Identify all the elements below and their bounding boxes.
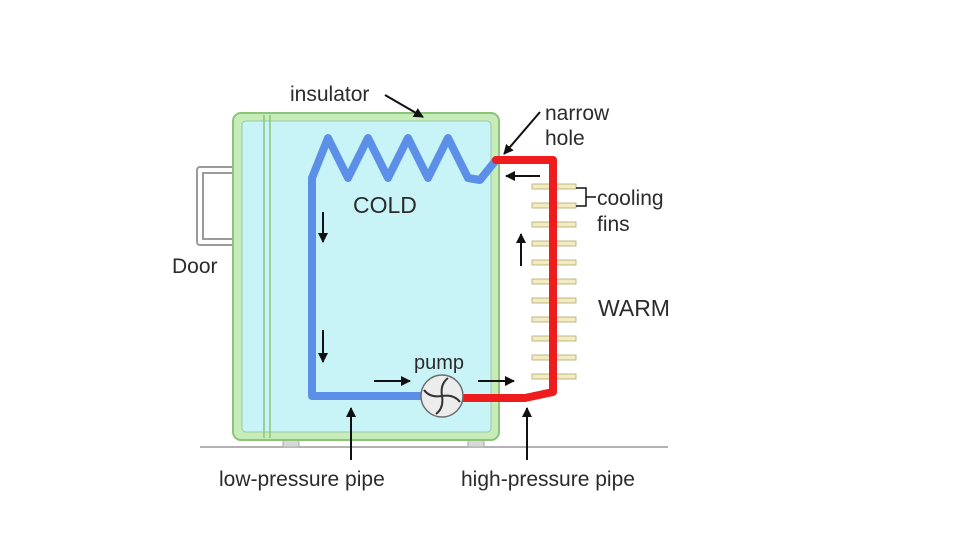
insulator-leader bbox=[384, 94, 424, 118]
fridge-interior bbox=[241, 120, 492, 433]
low-pressure-pipe-label: low-pressure pipe bbox=[219, 468, 385, 491]
high-pressure-pipe bbox=[451, 156, 557, 402]
pump-icon bbox=[420, 374, 464, 418]
narrow-hole-leader bbox=[503, 111, 541, 155]
warm-label: WARM bbox=[598, 295, 670, 321]
cold-label: COLD bbox=[353, 192, 417, 218]
cooling-fins-label-line1: cooling bbox=[597, 187, 664, 210]
high-pressure-pipe-label: high-pressure pipe bbox=[461, 468, 635, 491]
door-handle-inner bbox=[198, 168, 234, 244]
insulator-label: insulator bbox=[290, 83, 369, 106]
low-pressure-pipe bbox=[308, 134, 500, 400]
pump-label: pump bbox=[414, 352, 464, 374]
cooling-fins-bracket bbox=[576, 187, 596, 207]
cooling-fins-label-line2: fins bbox=[597, 213, 630, 236]
door-label: Door bbox=[172, 255, 218, 278]
door-handle bbox=[196, 166, 234, 246]
narrow-hole-label-line2: hole bbox=[545, 127, 585, 150]
narrow-hole-label-line1: narrow bbox=[545, 102, 610, 125]
fridge-foot-right bbox=[467, 439, 485, 448]
fridge-foot-left bbox=[282, 439, 300, 448]
